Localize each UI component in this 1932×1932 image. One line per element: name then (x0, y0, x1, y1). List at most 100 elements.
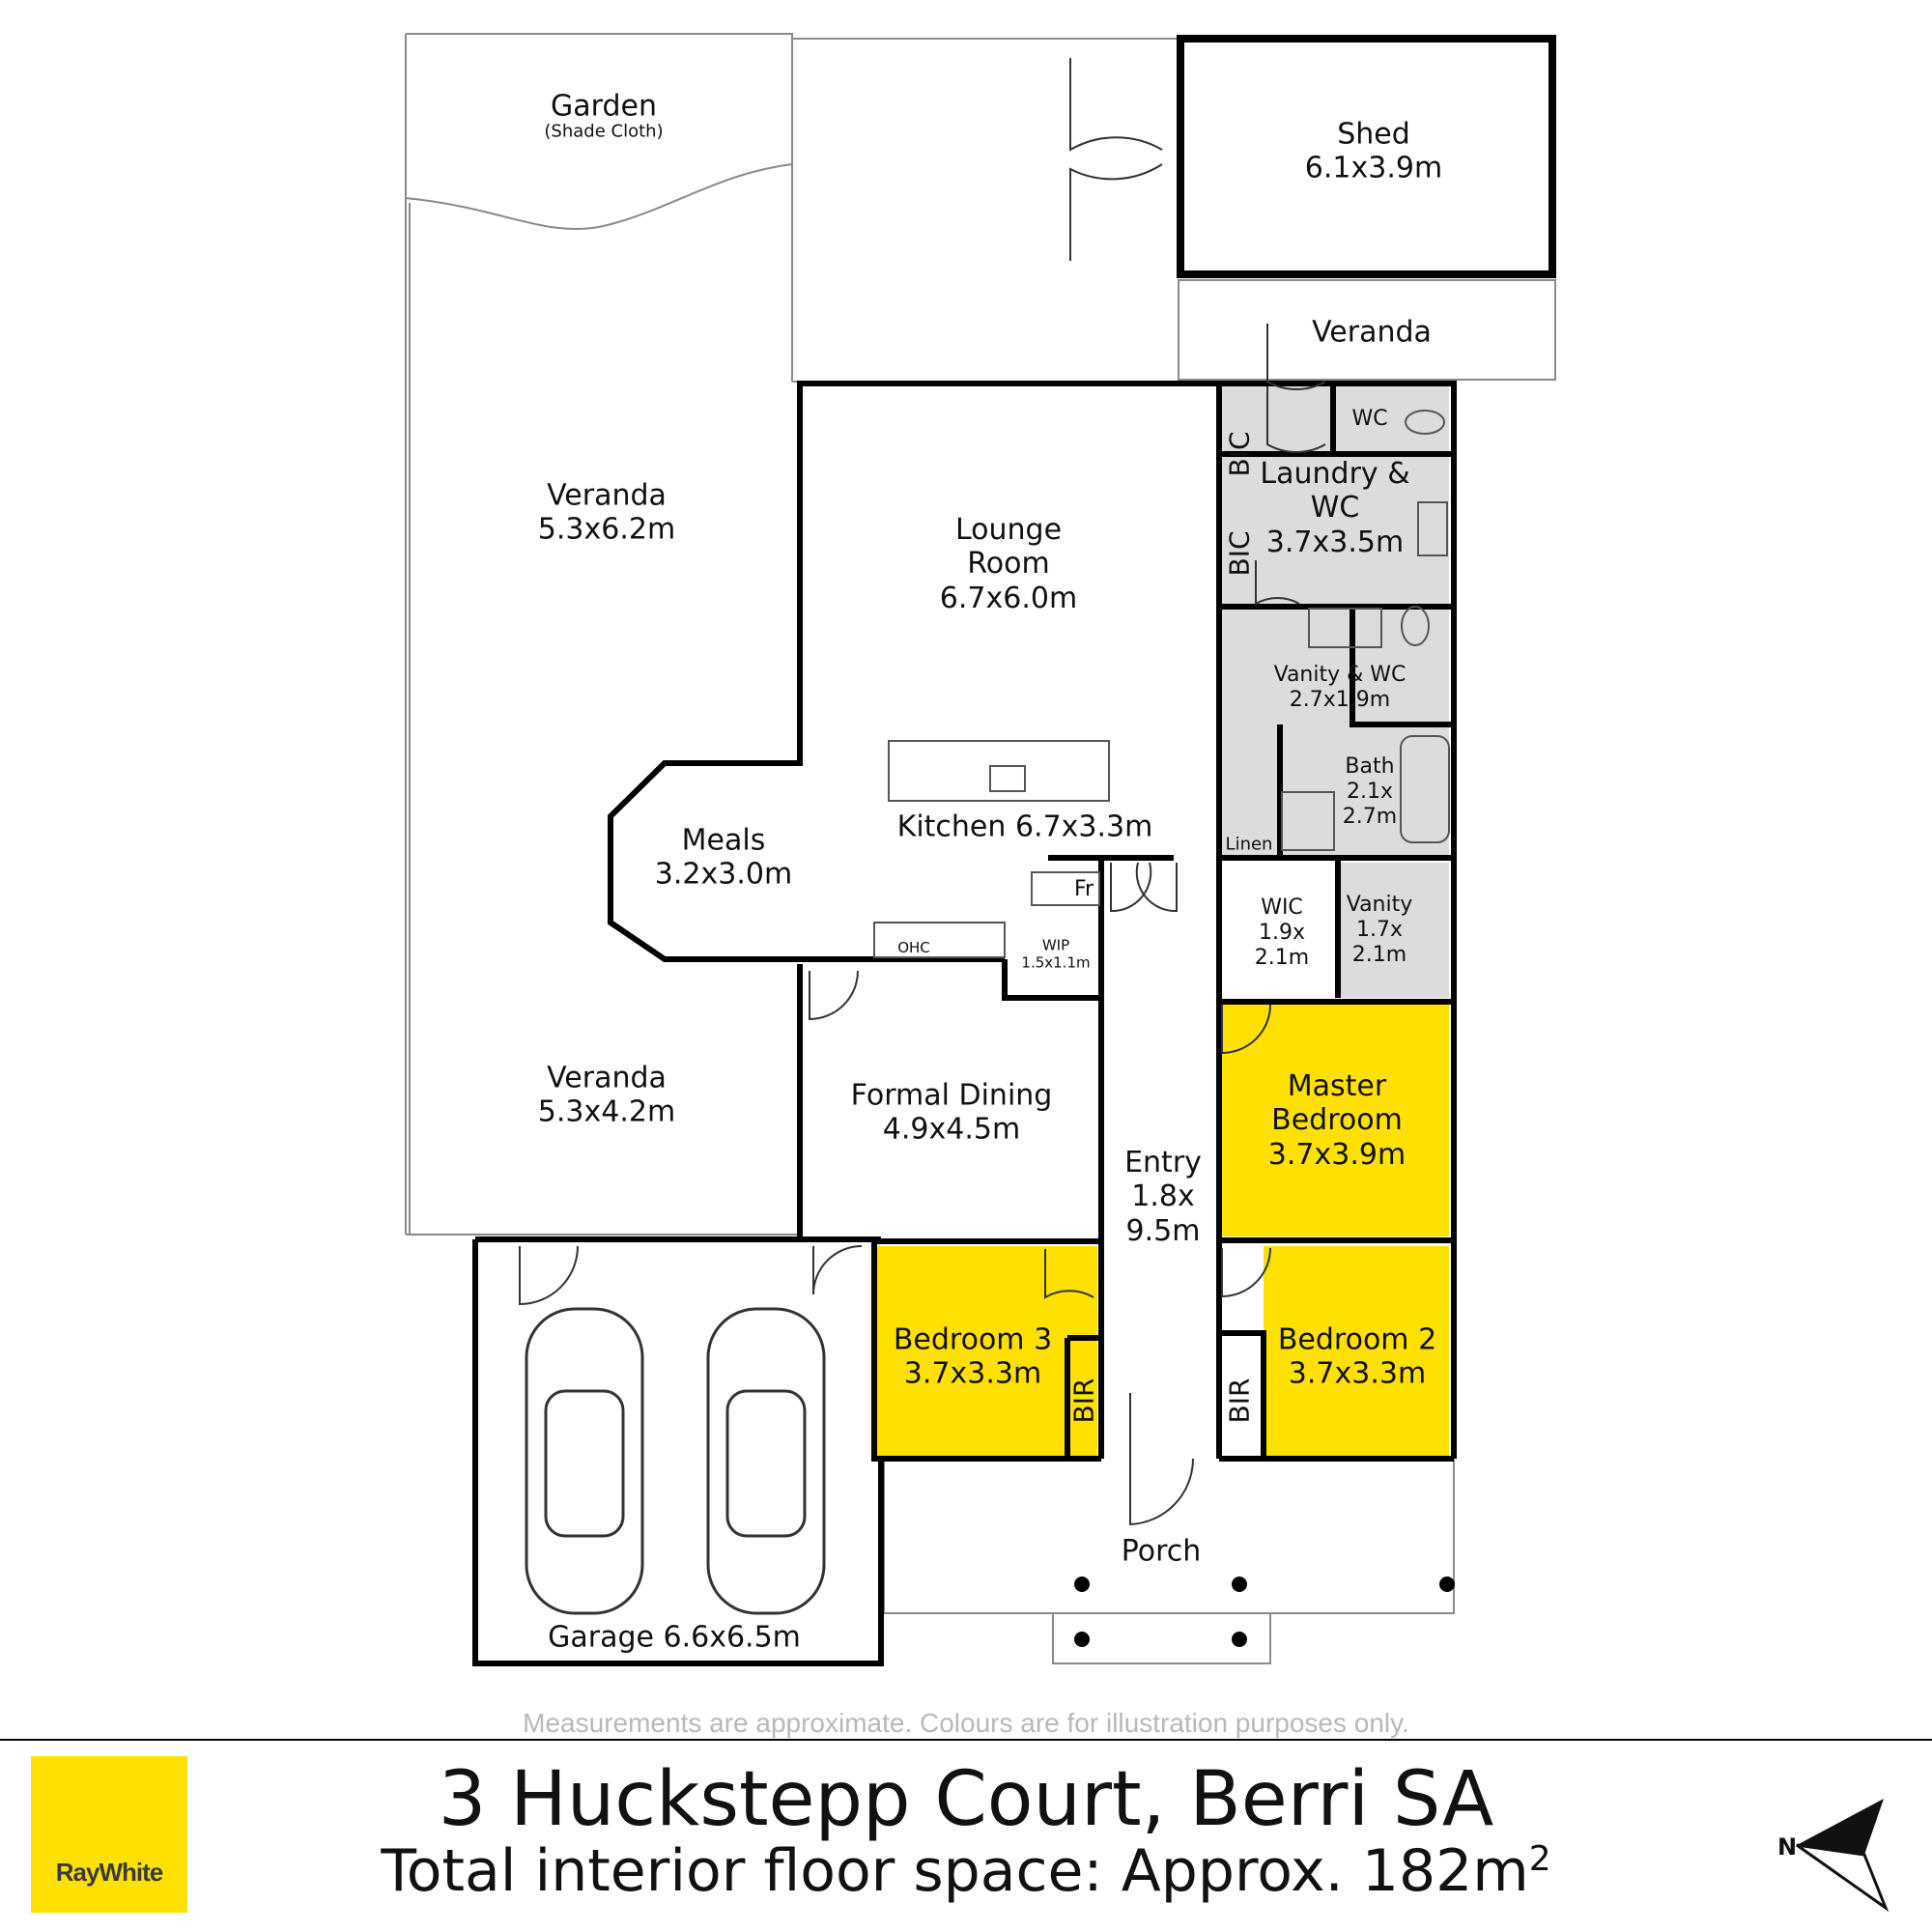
vanity-label: Vanity 1.7x 2.1m (1346, 893, 1413, 967)
vanity-fill (1339, 863, 1449, 998)
porch-post (1439, 1577, 1455, 1592)
door-swing (809, 970, 859, 1021)
kitchen-island (888, 740, 1110, 802)
shed-name: Shed (1337, 117, 1410, 152)
door-swing (1221, 1004, 1271, 1055)
bathtub-icon (1400, 735, 1450, 843)
shed-walls (1177, 35, 1556, 278)
laundry-tub-icon (1417, 501, 1448, 556)
floor-space-text: Total interior floor space: Approx. 182m (381, 1837, 1529, 1905)
bir-right-label: BIR (1223, 1378, 1256, 1424)
vanity-wc-name: Vanity & WC (1273, 663, 1406, 688)
door-swing (1044, 1249, 1094, 1299)
bir-left-label: BIR (1067, 1378, 1100, 1424)
room-fills (877, 386, 1449, 1456)
garden-note: (Shade Cloth) (544, 121, 664, 142)
porch-posts (1074, 1577, 1455, 1647)
master-bedroom-fill (1222, 1002, 1449, 1236)
kitchen-label: Kitchen 6.7x3.3m (896, 810, 1153, 844)
walls (472, 35, 1556, 1666)
bedroom2-size: 3.7x3.3m (1288, 1357, 1427, 1391)
porch-post (1232, 1632, 1247, 1647)
front-door-swing (1129, 1393, 1195, 1526)
shower-icon (1281, 791, 1335, 851)
wic-label: WIC 1.9x 2.1m (1254, 895, 1310, 970)
bedroom3-fill (877, 1246, 1097, 1456)
toilet-icon (1401, 606, 1430, 646)
garage-cars (525, 1307, 826, 1615)
door-swing (1110, 862, 1152, 913)
garage-label: Garage 6.6x6.5m (548, 1620, 801, 1655)
wc-small-label: WC (1351, 407, 1388, 432)
porch-label: Porch (1121, 1534, 1202, 1569)
floor-plan (405, 33, 1556, 1666)
door-swing (1069, 163, 1163, 261)
cooktop-bench (873, 922, 1006, 958)
floor-space-sup: 2 (1528, 1839, 1551, 1879)
veranda-front-size: 5.3x4.2m (537, 1095, 676, 1129)
wip-size: 1.5x1.1m (1021, 953, 1091, 971)
linen-label: Linen (1225, 834, 1273, 855)
north-compass-icon: N (1777, 1799, 1889, 1913)
meals-name: Meals (681, 823, 766, 858)
bic-lower-label: BIC (1223, 530, 1256, 577)
car-icon-cabin (725, 1389, 807, 1538)
garden-name: Garden (551, 89, 657, 124)
garden-label: Garden (551, 89, 657, 123)
porch-post (1232, 1577, 1247, 1592)
kitchen-sink-icon (989, 765, 1026, 792)
meals-size: 3.2x3.0m (654, 858, 793, 892)
shed-size: 6.1x3.9m (1304, 152, 1443, 185)
car-icon (525, 1307, 644, 1615)
compass-north-letter: N (1777, 1833, 1797, 1861)
bedroom2-name: Bedroom 2 (1277, 1322, 1437, 1357)
bic-upper-label: BIC (1223, 431, 1256, 477)
veranda-front-name: Veranda (547, 1061, 667, 1095)
lounge-name: Lounge Room (954, 512, 1063, 582)
bedroom3-name: Bedroom 3 (893, 1322, 1053, 1357)
compass-needle-light (1796, 1843, 1889, 1913)
car-icon (706, 1307, 826, 1615)
vanity-wc-bath-fill (1222, 607, 1449, 858)
bath-label: Bath 2.1x 2.7m (1342, 754, 1398, 829)
formal-dining-name: Formal Dining (850, 1078, 1053, 1113)
porch-post (1074, 1632, 1090, 1647)
disclaimer: Measurements are approximate. Colours ar… (523, 1708, 1409, 1738)
bedroom2-fill (1264, 1246, 1449, 1456)
door-swing (1069, 58, 1163, 152)
master-bedroom-size: 3.7x3.9m (1267, 1137, 1406, 1172)
door-swing (1255, 560, 1300, 606)
door-swing (519, 1245, 579, 1306)
raywhite-logo-text: RayWhite (55, 1858, 163, 1887)
vanity-wc-size: 2.7x1.9m (1289, 688, 1391, 712)
door-swing (1266, 324, 1326, 391)
veranda-back-label: Veranda (1312, 315, 1432, 350)
porch-post (1074, 1577, 1090, 1592)
formal-dining-size: 4.9x4.5m (882, 1113, 1021, 1147)
raywhite-logo: RayWhite (31, 1756, 187, 1913)
door-swing (1266, 386, 1326, 454)
car-icon-cabin (544, 1389, 625, 1538)
vanity-basin-icon (1308, 608, 1382, 648)
doors (519, 58, 1326, 1526)
veranda-side-name: Veranda (547, 478, 667, 513)
floor-space: Total interior floor space: Approx. 182m… (0, 1837, 1932, 1905)
toilet-icon (1405, 410, 1445, 435)
ohc-label: OHC (897, 939, 930, 957)
fridge-space (1031, 871, 1100, 906)
bedroom3-size: 3.7x3.3m (903, 1357, 1042, 1391)
door-swing (1135, 862, 1178, 913)
property-address: 3 Huckstepp Court, Berri SA (438, 1756, 1494, 1843)
